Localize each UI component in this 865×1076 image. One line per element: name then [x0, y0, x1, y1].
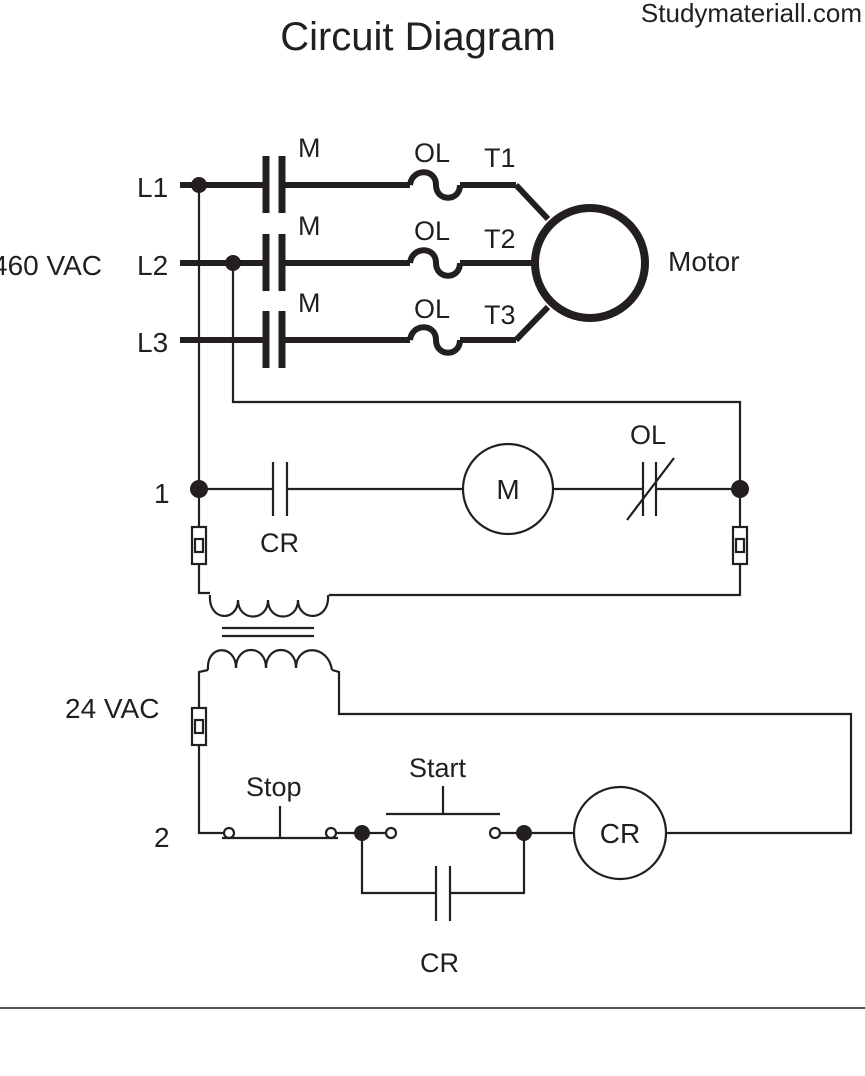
rung-label-2: 2 [154, 822, 170, 853]
return-wire [331, 668, 853, 835]
overload-heater-1 [407, 169, 463, 201]
cr-contact-label: CR [260, 528, 299, 558]
contact-label-m1: M [298, 133, 321, 163]
seal-contact-label: CR [420, 948, 459, 978]
start-label: Start [409, 753, 467, 783]
overload-heater-3 [407, 324, 463, 356]
coil-m-label: M [496, 474, 519, 505]
watermark: Studymateriall.com [641, 0, 862, 28]
overload-heater-2 [407, 247, 463, 279]
line-label-l2: L2 [137, 250, 168, 281]
transformer-secondary [206, 649, 334, 671]
line-l1 [180, 156, 551, 222]
line-l2 [180, 234, 534, 291]
page-title: Circuit Diagram [280, 15, 556, 59]
contact-label-m3: M [298, 288, 321, 318]
transformer-primary [208, 594, 330, 618]
control-relay-coil [572, 785, 668, 881]
contact-label-m2: M [298, 211, 321, 241]
ol-contact-label: OL [630, 420, 666, 450]
secondary-voltage-label: 24 VAC [65, 693, 159, 724]
motor-symbol [531, 204, 649, 322]
overload-label-3: OL [414, 294, 450, 324]
cr-coil-label: CR [600, 818, 640, 849]
line-l3 [180, 304, 551, 368]
terminal-label-t2: T2 [484, 224, 516, 254]
ol-contact-slash [626, 457, 675, 521]
motor-label: Motor [668, 246, 740, 277]
terminal-label-t1: T1 [484, 143, 516, 173]
overload-label-2: OL [414, 216, 450, 246]
control-feed-l2 [231, 263, 742, 489]
terminal-label-t3: T3 [484, 300, 516, 330]
rung-label-1: 1 [154, 478, 170, 509]
supply-voltage-label: 460 VAC [0, 250, 102, 281]
line-label-l1: L1 [137, 172, 168, 203]
line-label-l3: L3 [137, 327, 168, 358]
stop-label: Stop [246, 772, 302, 802]
overload-label-1: OL [414, 138, 450, 168]
